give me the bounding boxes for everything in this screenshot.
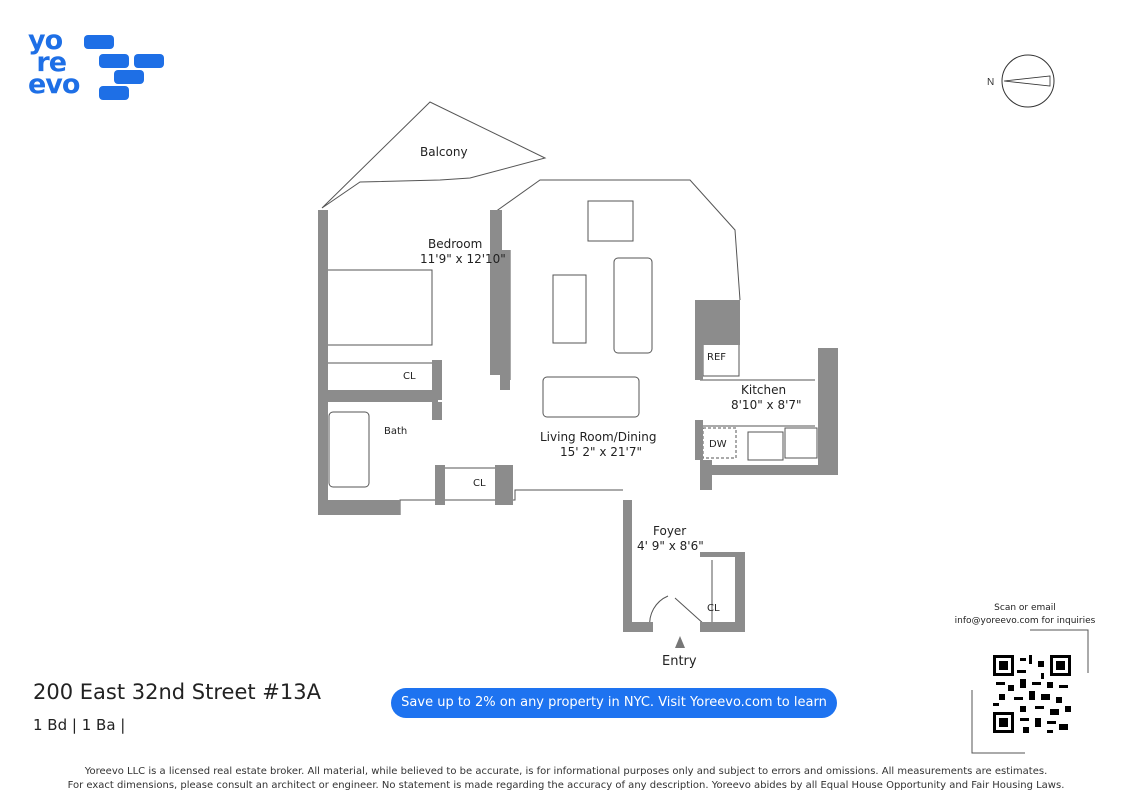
balcony-outline — [321, 101, 547, 209]
promo-banner[interactable]: Save up to 2% on any property in NYC. Vi… — [391, 688, 837, 740]
disclaimer: Yoreevo LLC is a licensed real estate br… — [40, 765, 1092, 793]
balcony-label: Balcony — [420, 145, 468, 159]
dw-label: DW — [709, 439, 727, 450]
disclaimer-line1: Yoreevo LLC is a licensed real estate br… — [84, 766, 1048, 777]
kitchen-label: Kitchen — [741, 383, 787, 397]
listing-address: 200 East 32nd Street #13A — [33, 680, 321, 704]
qr-frame — [971, 629, 1089, 754]
qr-caption-line1: Scan or email — [994, 603, 1056, 613]
living-outer-wall — [494, 179, 741, 301]
kitchen-dims: 8'10" x 8'7" — [731, 398, 802, 412]
listing-summary: 1 Bd | 1 Ba | — [33, 716, 126, 734]
entry-arrow-icon — [675, 636, 685, 648]
entry-label: Entry — [662, 654, 697, 669]
qr-caption: Scan or email info@yoreevo.com for inqui… — [945, 602, 1105, 628]
qr-caption-line2: info@yoreevo.com for inquiries — [954, 616, 1096, 626]
living-label: Living Room/Dining — [540, 430, 657, 444]
foyer-label: Foyer — [653, 524, 687, 538]
compass-north-label: N — [987, 77, 994, 88]
foyer-dims: 4' 9" x 8'6" — [637, 539, 704, 553]
living-dims: 15' 2" x 21'7" — [560, 445, 642, 459]
bedroom-label: Bedroom — [428, 237, 483, 251]
disclaimer-line2: For exact dimensions, please consult an … — [67, 780, 1065, 791]
bedroom-dims: 11'9" x 12'10" — [420, 252, 506, 266]
hall-closet-label: CL — [473, 478, 486, 489]
compass-icon: N — [987, 54, 1055, 108]
bedroom-closet-label: CL — [403, 371, 416, 382]
ref-label: REF — [707, 352, 727, 363]
bath-label: Bath — [384, 426, 408, 437]
qr-code-icon[interactable] — [993, 655, 1071, 733]
foyer-closet-label: CL — [707, 603, 720, 614]
walls — [318, 210, 838, 632]
